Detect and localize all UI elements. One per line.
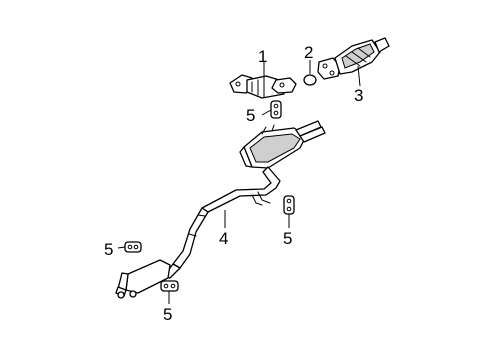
part-1-catalytic-converter[interactable] [229, 74, 297, 99]
callout-4: 4 [219, 229, 228, 248]
callout-5-bottom: 5 [163, 305, 172, 324]
part-3-converter[interactable] [317, 37, 390, 80]
part-5-hanger-left[interactable] [124, 241, 142, 253]
callout-3: 3 [354, 86, 363, 105]
part-4-intermediate-pipe[interactable] [172, 166, 281, 269]
part-5-hanger-right[interactable] [283, 195, 295, 215]
callout-5-left: 5 [104, 240, 113, 259]
leader-lines [117, 60, 361, 304]
resonator[interactable] [115, 259, 181, 299]
callout-5-top: 5 [246, 106, 255, 125]
rear-muffler[interactable] [239, 120, 326, 169]
part-5-hanger-top[interactable] [270, 100, 282, 119]
callout-2: 2 [304, 43, 313, 62]
callout-5-right: 5 [283, 229, 292, 248]
callout-1: 1 [258, 47, 267, 66]
part-2-gasket[interactable] [303, 74, 317, 86]
part-5-hanger-bottom[interactable] [160, 280, 179, 292]
